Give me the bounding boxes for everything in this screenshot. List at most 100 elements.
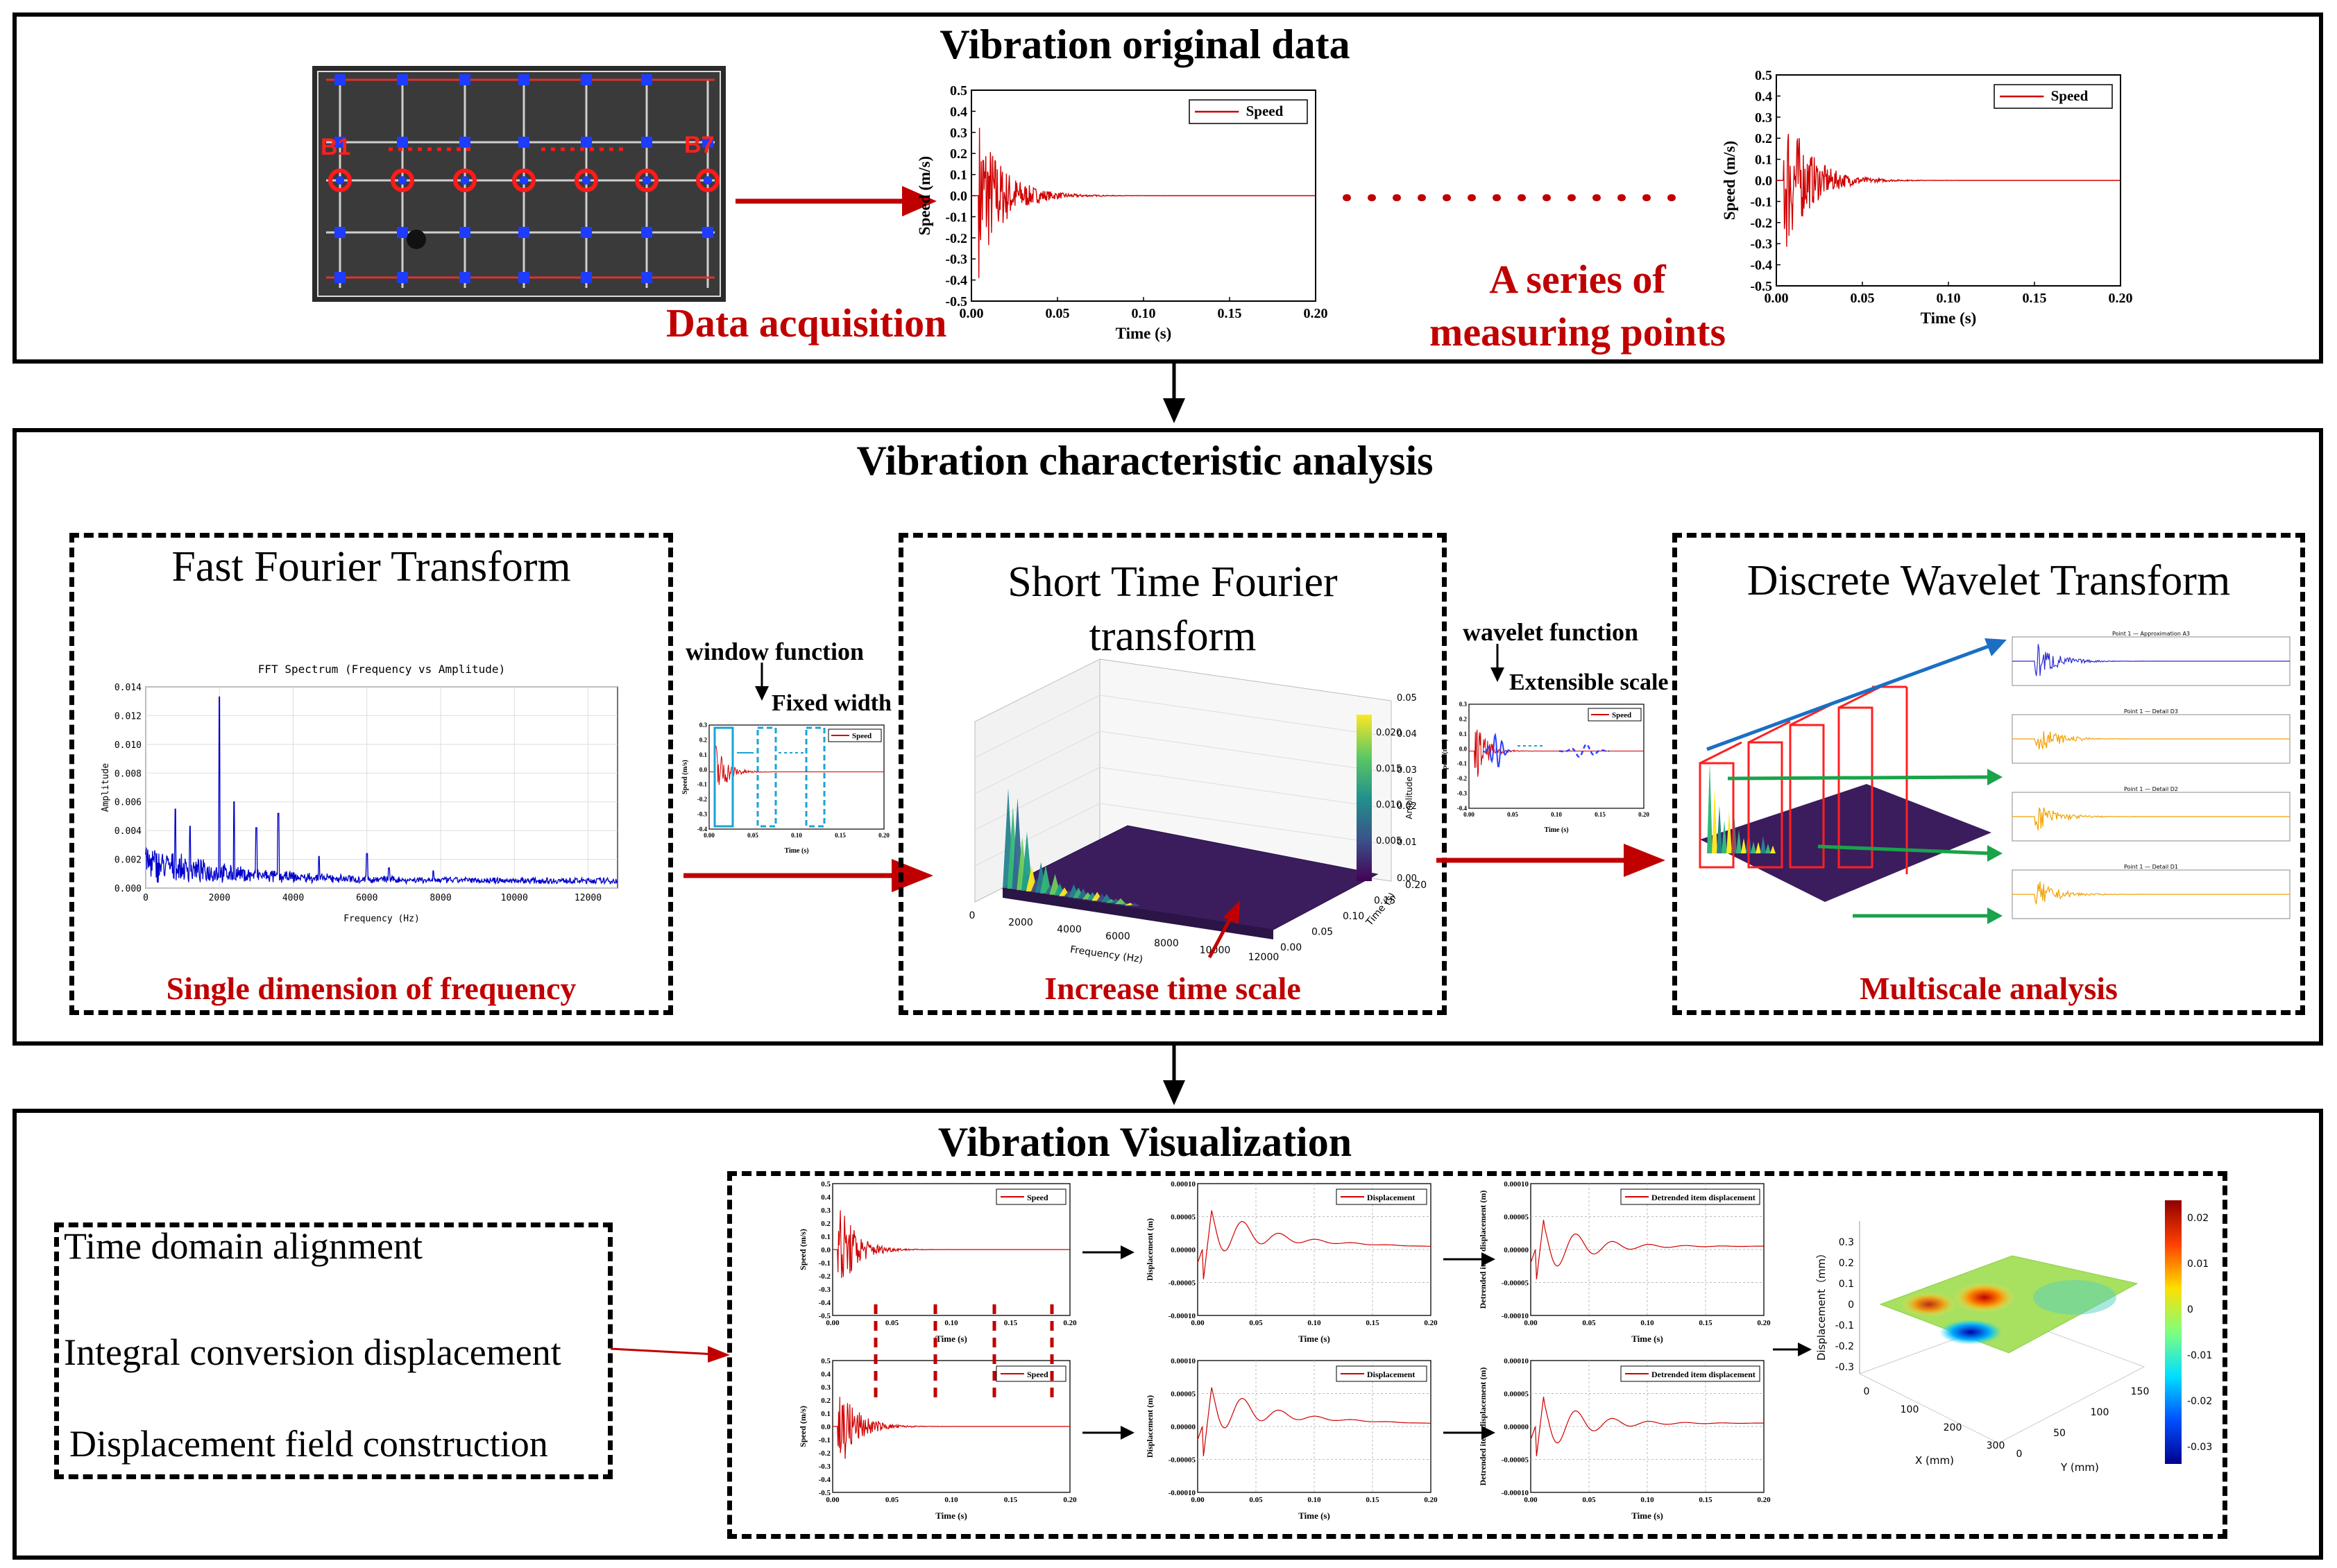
displacement-surface-plot: 0.30.20.10-0.1-0.2-0.3Displacement（mm）01…: [1815, 1200, 2212, 1474]
y-tick-label: 0.00000: [1171, 1246, 1196, 1254]
z-tick-label: -0.1: [1835, 1320, 1854, 1331]
legend-label: Detrended item displacement: [1651, 1370, 1756, 1379]
legend-label: Speed: [852, 732, 872, 740]
dwt-arrowhead: [1987, 769, 2003, 785]
y-axis-label: Amplitude: [101, 763, 111, 812]
time-tick-label: 0.10: [1343, 911, 1364, 922]
x-tick-label: 0.20: [1424, 1496, 1438, 1504]
legend-label: Speed: [1612, 711, 1631, 719]
x-tick-label: 0.05: [1582, 1496, 1596, 1504]
window-arrow: [755, 663, 769, 701]
time-scale-arrow: [1207, 914, 1234, 959]
dwt-spike: [1712, 788, 1717, 853]
dwt-box-edge: [1699, 741, 1742, 765]
y-tick-label: -0.4: [819, 1299, 831, 1307]
z-tick-label: 0.1: [1839, 1279, 1854, 1290]
y-tick-label: 0.00005: [1171, 1390, 1196, 1399]
x-tick-label: 0.05: [1582, 1319, 1596, 1327]
viz-speed-chart-1: 0.50.40.30.20.10.0-0.1-0.2-0.3-0.4-0.50.…: [798, 1180, 1077, 1344]
section-title-original: Vibration original data: [940, 22, 1350, 67]
arrow-disp-detrend-1: [1443, 1252, 1495, 1266]
time-tick-label: 0.20: [1405, 880, 1427, 891]
x-tick-label: 0.20: [1757, 1496, 1771, 1504]
y-tick-label: -0.1: [819, 1436, 831, 1445]
dwt-subplot-series: [2012, 807, 2290, 830]
y-tick-label: 0.00000: [1504, 1423, 1529, 1431]
results-box: [727, 1171, 2227, 1539]
dwt-spike: [1756, 842, 1761, 853]
y-tick-label: 0.1: [821, 1233, 831, 1241]
x-tick-label: 0.05: [747, 832, 758, 839]
panel-characteristic-analysis: [12, 428, 2323, 1046]
y-tick-label: 0.2: [821, 1397, 831, 1405]
window-frame: [713, 726, 734, 828]
y-tick-label: 0.2: [1755, 131, 1772, 146]
steps-box: [54, 1222, 613, 1479]
arrow-down-2: [1163, 1046, 1185, 1105]
y-tick-label: 0.00010: [1504, 1180, 1529, 1188]
freq-tick-label: 8000: [1154, 938, 1179, 949]
y-axis-label: Detrended item displacement (m): [1478, 1367, 1488, 1486]
x-axis-label: Time (s): [1116, 325, 1172, 342]
z-tick-label: 0.3: [1839, 1237, 1854, 1248]
y-tick-label: -0.5: [1750, 279, 1772, 294]
x-axis-label: Time (s): [1544, 826, 1568, 834]
x-tick-label: 0: [143, 893, 148, 903]
section-title-analysis: Vibration characteristic analysis: [856, 438, 1434, 484]
x-tick-label: 0.10: [1551, 811, 1562, 818]
extensible-scale-label: Extensible scale: [1509, 670, 1669, 695]
y-tick-label: -0.00005: [1168, 1279, 1196, 1288]
x-tick-label: 0.20: [2109, 291, 2133, 306]
grid-line: [974, 767, 1100, 830]
x-axis-label: Time (s): [1631, 1510, 1663, 1521]
legend-box: [996, 1188, 1066, 1205]
amp-tick-label: 0.00: [1397, 874, 1417, 884]
y-tick-label: 0.008: [114, 769, 142, 779]
colorbar-tick-label: 0.015: [1376, 764, 1402, 774]
y-tick-label: 0.3: [821, 1207, 831, 1215]
y-tick-label: -0.00005: [1502, 1279, 1529, 1288]
y-tick-label: 0.00005: [1171, 1213, 1196, 1222]
y-tick-label: -0.3: [819, 1463, 831, 1471]
dwt-arrow-detail: [1727, 775, 1991, 781]
x-tick-label: 0.10: [1132, 306, 1156, 321]
colorbar-tick-label: 0: [2187, 1304, 2193, 1315]
x-tick-label: 0.10: [1640, 1319, 1654, 1327]
y-tick-label: 0.0: [699, 766, 708, 773]
y-tick-label: 0.0: [821, 1423, 831, 1431]
y-axis-label: Speed (m/s): [681, 760, 689, 794]
y-tick-label: 0.010: [114, 740, 142, 751]
y-tick-label: 0.5: [821, 1180, 831, 1188]
legend-label: Speed: [2051, 87, 2089, 104]
y-axis-label: Speed (m/s): [916, 156, 933, 235]
y-tick-label: -0.1: [819, 1259, 831, 1268]
y-axis-label: Y (mm): [2060, 1461, 2099, 1474]
x-tick-label: 0.10: [944, 1319, 958, 1327]
step-displacement-field: Displacement field construction: [69, 1423, 548, 1465]
y-tick-label: -0.4: [819, 1476, 831, 1484]
mini-plot-frame: [1468, 704, 1645, 809]
viz-detrended-chart-1: 0.000100.000050.00000-0.00005-0.000100.0…: [1478, 1180, 1771, 1344]
x-tick-label: 0.20: [1304, 306, 1328, 321]
stft-title: Short Time Fourier transform: [1008, 559, 1338, 660]
x-axis-label: Time (s): [935, 1510, 967, 1521]
speed-series-line: [1469, 729, 1644, 777]
freq-tick-label: 6000: [1105, 931, 1130, 942]
y-tick-label: 0.0: [950, 189, 967, 204]
fft-title: Fast Fourier Transform: [171, 543, 571, 590]
x-tick-label: 0.00: [1524, 1496, 1538, 1504]
y-tick-label: 0.5: [821, 1357, 831, 1365]
fft-series-line: [145, 696, 618, 885]
y-tick-label: 0.3: [1755, 110, 1772, 126]
y-tick-label: 0.1: [1755, 153, 1772, 168]
y-tick-label: 0.00010: [1171, 1180, 1196, 1188]
y-tick-label: 0.3: [821, 1383, 831, 1392]
x-tick-label: 8000: [430, 893, 451, 903]
y-tick-label: 0.1: [699, 751, 708, 758]
x-tick-label: 0.20: [878, 832, 890, 839]
legend-box: [1336, 1365, 1427, 1382]
x-tick-label: 300: [1987, 1440, 2005, 1451]
dwt-subplot-series: [2012, 881, 2290, 905]
x-tick-label: 0.15: [2023, 291, 2047, 306]
x-tick-label: 10000: [501, 893, 528, 903]
